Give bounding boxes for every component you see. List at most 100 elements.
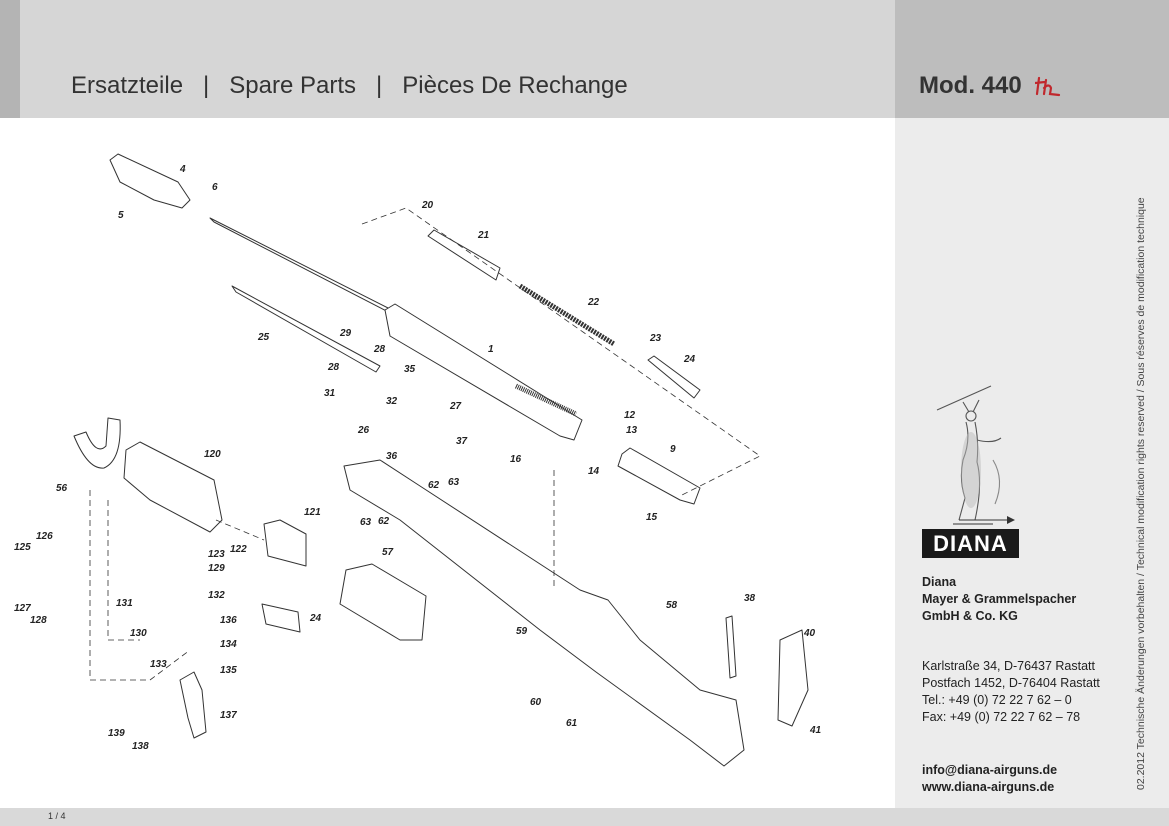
part-label: 123	[208, 549, 225, 560]
part-label: 139	[108, 728, 125, 739]
legal-notice: 02.2012 Technische Änderungen vorbehalte…	[1135, 197, 1147, 790]
part-label: 56	[56, 483, 68, 494]
part-label: 133	[150, 659, 167, 670]
part-label: 137	[220, 710, 237, 721]
assembly-guide-lines	[89, 207, 761, 681]
model-name: Mod. 440	[919, 72, 1022, 99]
address-line: Karlstraße 34, D-76437 Rastatt	[922, 659, 1095, 673]
exploded-parts-diagram: 1 4 5 6 9 12 13 14 15 16 20 21 22 23 24 …	[14, 153, 822, 767]
part-barrel	[209, 217, 401, 319]
part-piston	[427, 229, 501, 281]
part-label: 125	[14, 542, 31, 553]
part-label: 32	[386, 396, 398, 407]
page-number: 1 / 4	[48, 811, 66, 821]
part-label: 6	[212, 182, 218, 193]
part-label: 120	[204, 449, 221, 460]
part-cylinder	[617, 447, 701, 505]
company-line: Diana	[922, 575, 957, 589]
footer-bar: 1 / 4	[0, 808, 1169, 826]
company-name: Diana Mayer & Grammelspacher GmbH & Co. …	[922, 574, 1076, 625]
part-label: 121	[304, 507, 321, 518]
part-label: 29	[339, 328, 352, 339]
header-accent-strip	[0, 0, 20, 118]
part-label: 38	[744, 593, 756, 604]
part-label: 9	[670, 444, 676, 455]
part-label: 62	[428, 480, 440, 491]
company-address: Karlstraße 34, D-76437 Rastatt Postfach …	[922, 658, 1100, 726]
company-sidebar: 02.2012 Technische Änderungen vorbehalte…	[895, 118, 1169, 808]
header-bar: Ersatzteile | Spare Parts | Pièces De Re…	[0, 0, 895, 118]
part-label: 25	[257, 332, 270, 343]
part-label: 129	[208, 563, 225, 574]
diana-logo: DIANA	[922, 529, 1019, 558]
fax-line: Fax: +49 (0) 72 22 7 62 – 78	[922, 710, 1081, 724]
part-spring-guide	[647, 355, 701, 399]
part-label: 136	[220, 615, 237, 626]
company-line: Mayer & Grammelspacher	[922, 592, 1077, 606]
part-label: 60	[530, 697, 542, 708]
part-label: 24	[309, 613, 322, 624]
part-label: 13	[626, 425, 638, 436]
part-butt-plate-screw	[725, 615, 737, 679]
part-label: 130	[130, 628, 147, 639]
email-link[interactable]: info@diana-airguns.de	[922, 763, 1058, 777]
website-link[interactable]: www.diana-airguns.de	[922, 780, 1055, 794]
part-butt-pad	[777, 629, 809, 727]
address-line: Postfach 1452, D-76404 Rastatt	[922, 676, 1100, 690]
part-label: 41	[809, 725, 822, 736]
part-breech-cover	[109, 153, 191, 209]
huntress-statue-icon	[936, 385, 1002, 525]
part-label: 138	[132, 741, 149, 752]
part-label: 132	[208, 590, 225, 601]
part-stock	[343, 459, 745, 767]
part-clamp	[73, 417, 121, 469]
part-label: 20	[421, 200, 434, 211]
part-label: 135	[220, 665, 237, 676]
part-label: 134	[220, 639, 237, 650]
part-mainspring	[518, 283, 616, 347]
th-logo-icon	[1035, 76, 1061, 97]
company-line: GmbH & Co. KG	[922, 609, 1018, 623]
part-trigger	[179, 671, 207, 739]
part-safety-plate	[261, 603, 301, 633]
page-title: Ersatzteile | Spare Parts | Pièces De Re…	[71, 72, 628, 99]
part-label: 40	[803, 628, 816, 639]
part-label: 14	[588, 466, 600, 477]
arrow-icon	[959, 516, 1015, 524]
part-scope-cap	[339, 563, 427, 641]
part-label: 58	[666, 600, 678, 611]
part-label: 31	[324, 388, 336, 399]
contact-links: info@diana-airguns.de www.diana-airguns.…	[922, 762, 1057, 796]
part-label: 35	[404, 364, 416, 375]
part-label: 128	[30, 615, 47, 626]
part-trigger-housing	[123, 441, 223, 533]
part-label: 28	[327, 362, 340, 373]
part-label: 5	[118, 210, 124, 221]
part-label: 59	[516, 626, 528, 637]
model-header: Mod. 440	[895, 0, 1169, 118]
part-label: 16	[510, 454, 522, 465]
part-label: 28	[373, 344, 386, 355]
part-receiver-tube	[384, 303, 583, 441]
part-label: 26	[357, 425, 370, 436]
part-label: 63	[448, 477, 460, 488]
part-label: 4	[179, 164, 186, 175]
part-label: 27	[449, 401, 462, 412]
part-label: 22	[587, 297, 600, 308]
part-label: 12	[624, 410, 636, 421]
part-label: 122	[230, 544, 247, 555]
part-label: 36	[386, 451, 398, 462]
part-label: 126	[36, 531, 53, 542]
part-label: 1	[488, 344, 494, 355]
part-label: 61	[566, 718, 578, 729]
part-label: 37	[456, 436, 468, 447]
part-cocking-lever	[231, 285, 381, 373]
part-label: 21	[477, 230, 490, 241]
part-label: 127	[14, 603, 31, 614]
part-label: 15	[646, 512, 658, 523]
part-label: 131	[116, 598, 133, 609]
part-trigger-block	[263, 519, 307, 567]
part-label: 24	[683, 354, 696, 365]
part-label: 62	[378, 516, 390, 527]
part-label: 63	[360, 517, 372, 528]
